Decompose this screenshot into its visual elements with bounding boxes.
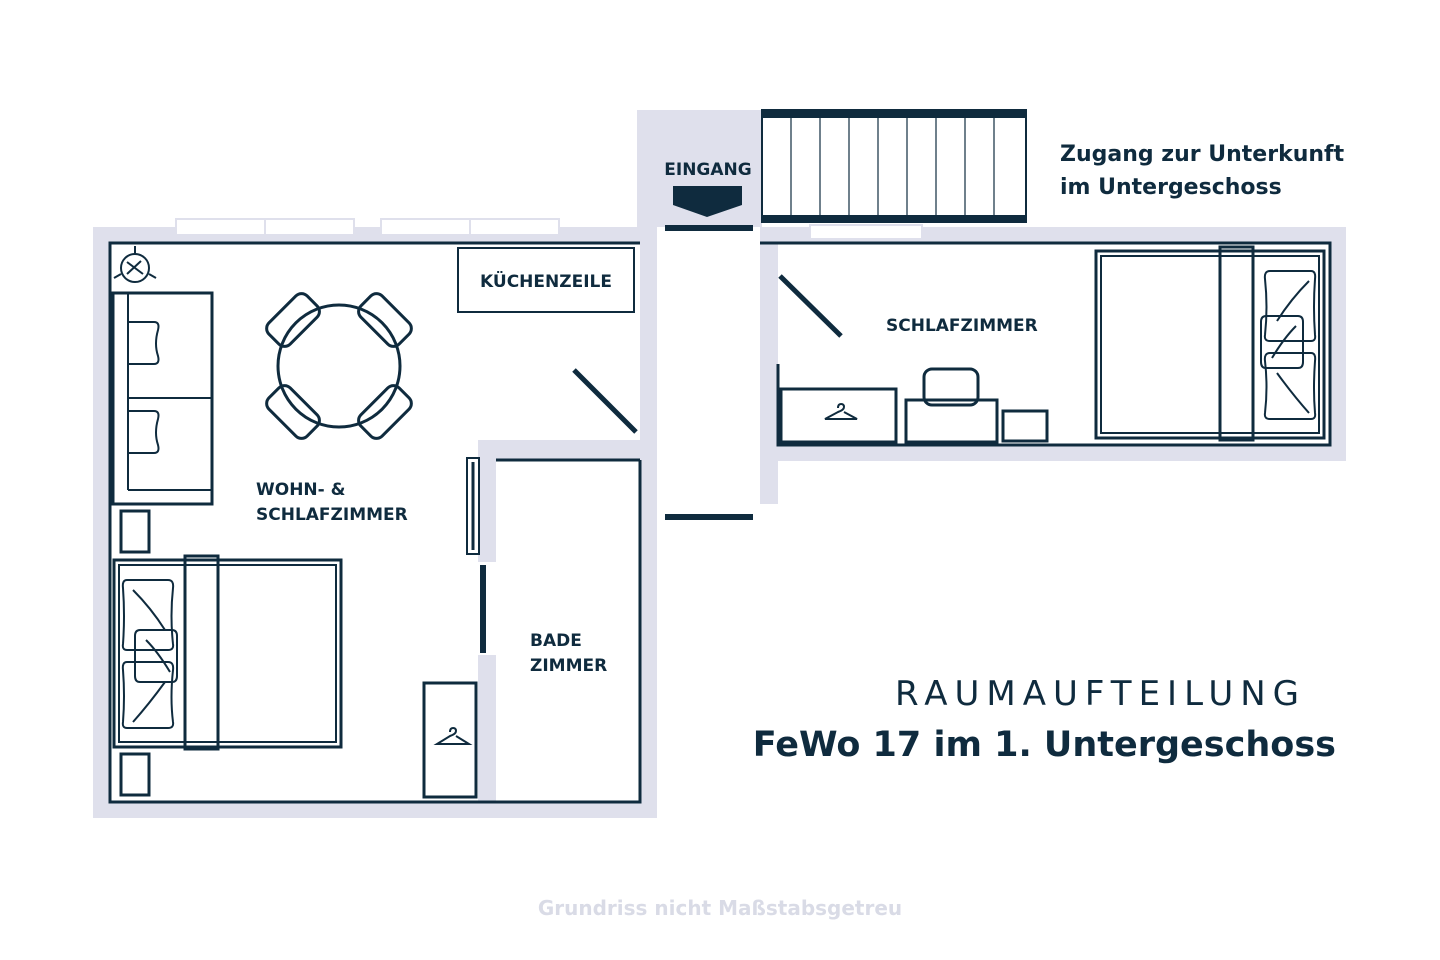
door-corridor-bottom — [665, 514, 753, 520]
corridor-wall-lower-left — [640, 433, 657, 503]
sliding-door-bathroom — [466, 457, 480, 555]
doors — [466, 274, 843, 653]
bathroom-wall-top — [478, 440, 640, 460]
sofa — [111, 291, 214, 506]
corridor-wall-upper-right — [760, 243, 778, 275]
access-note-line2: im Untergeschoss — [1060, 175, 1282, 200]
nightstand-upper — [119, 509, 151, 554]
hanger-icon — [433, 726, 473, 745]
plan-heading: RAUMAUFTEILUNG — [895, 674, 1306, 714]
hanger-icon — [824, 402, 858, 420]
nightstand-lower — [119, 752, 151, 797]
desk-top — [904, 398, 999, 444]
living-room-label-line1: WOHN- & — [256, 480, 346, 500]
scale-disclaimer: Grundriss nicht Maßstabsgetreu — [538, 896, 902, 920]
entrance: EINGANG — [664, 160, 753, 231]
access-note-line1: Zugang zur Unterkunft — [1060, 142, 1345, 167]
walls — [93, 110, 1346, 818]
ceiling-fan — [113, 246, 157, 283]
desk — [904, 367, 999, 444]
stair-steps — [790, 118, 995, 215]
bedroom-label: SCHLAFZIMMER — [886, 316, 1038, 336]
corridor-wall-lower-right — [760, 364, 778, 504]
bathroom-label-line2: ZIMMER — [530, 656, 607, 676]
corridor-floor — [657, 227, 760, 531]
nightstand-bedroom — [1001, 409, 1049, 443]
entrance-label: EINGANG — [664, 160, 751, 180]
chair-4 — [265, 384, 321, 440]
bathroom-wall-left-lower — [478, 655, 496, 818]
wall-outlines — [108, 241, 1332, 804]
bathroom-wall-left-upper — [478, 440, 496, 562]
stairs — [761, 109, 1027, 223]
window-3 — [809, 224, 923, 240]
bedroom-outline — [760, 241, 1332, 447]
door-bedroom — [778, 274, 843, 338]
plan-subheading: FeWo 17 im 1. Untergeschoss — [753, 725, 1336, 765]
entrance-door — [665, 225, 753, 231]
kitchenette: KÜCHENZEILE — [457, 247, 635, 313]
bed-living-room — [112, 554, 343, 751]
dining-table — [265, 292, 413, 440]
door-living-room — [572, 368, 638, 434]
windows — [175, 218, 923, 240]
chair-1 — [265, 292, 321, 348]
entrance-arrow-icon — [673, 186, 742, 217]
bed-bedroom — [1094, 245, 1326, 442]
corridor-wall-upper-left — [640, 243, 657, 340]
door-bathroom — [480, 565, 486, 653]
chair-2 — [357, 384, 413, 440]
wardrobe-living-room — [422, 681, 478, 799]
kitchenette-label: KÜCHENZEILE — [480, 270, 612, 292]
living-room-outline — [108, 241, 642, 804]
table-top — [276, 303, 402, 429]
chair-3 — [357, 292, 413, 348]
bathroom-label-line1: BADE — [530, 631, 582, 651]
outer-wall-right — [760, 227, 1346, 461]
desk-chair — [922, 367, 980, 407]
living-room-label-line2: SCHLAFZIMMER — [256, 505, 408, 525]
wardrobe-bedroom — [779, 387, 898, 444]
